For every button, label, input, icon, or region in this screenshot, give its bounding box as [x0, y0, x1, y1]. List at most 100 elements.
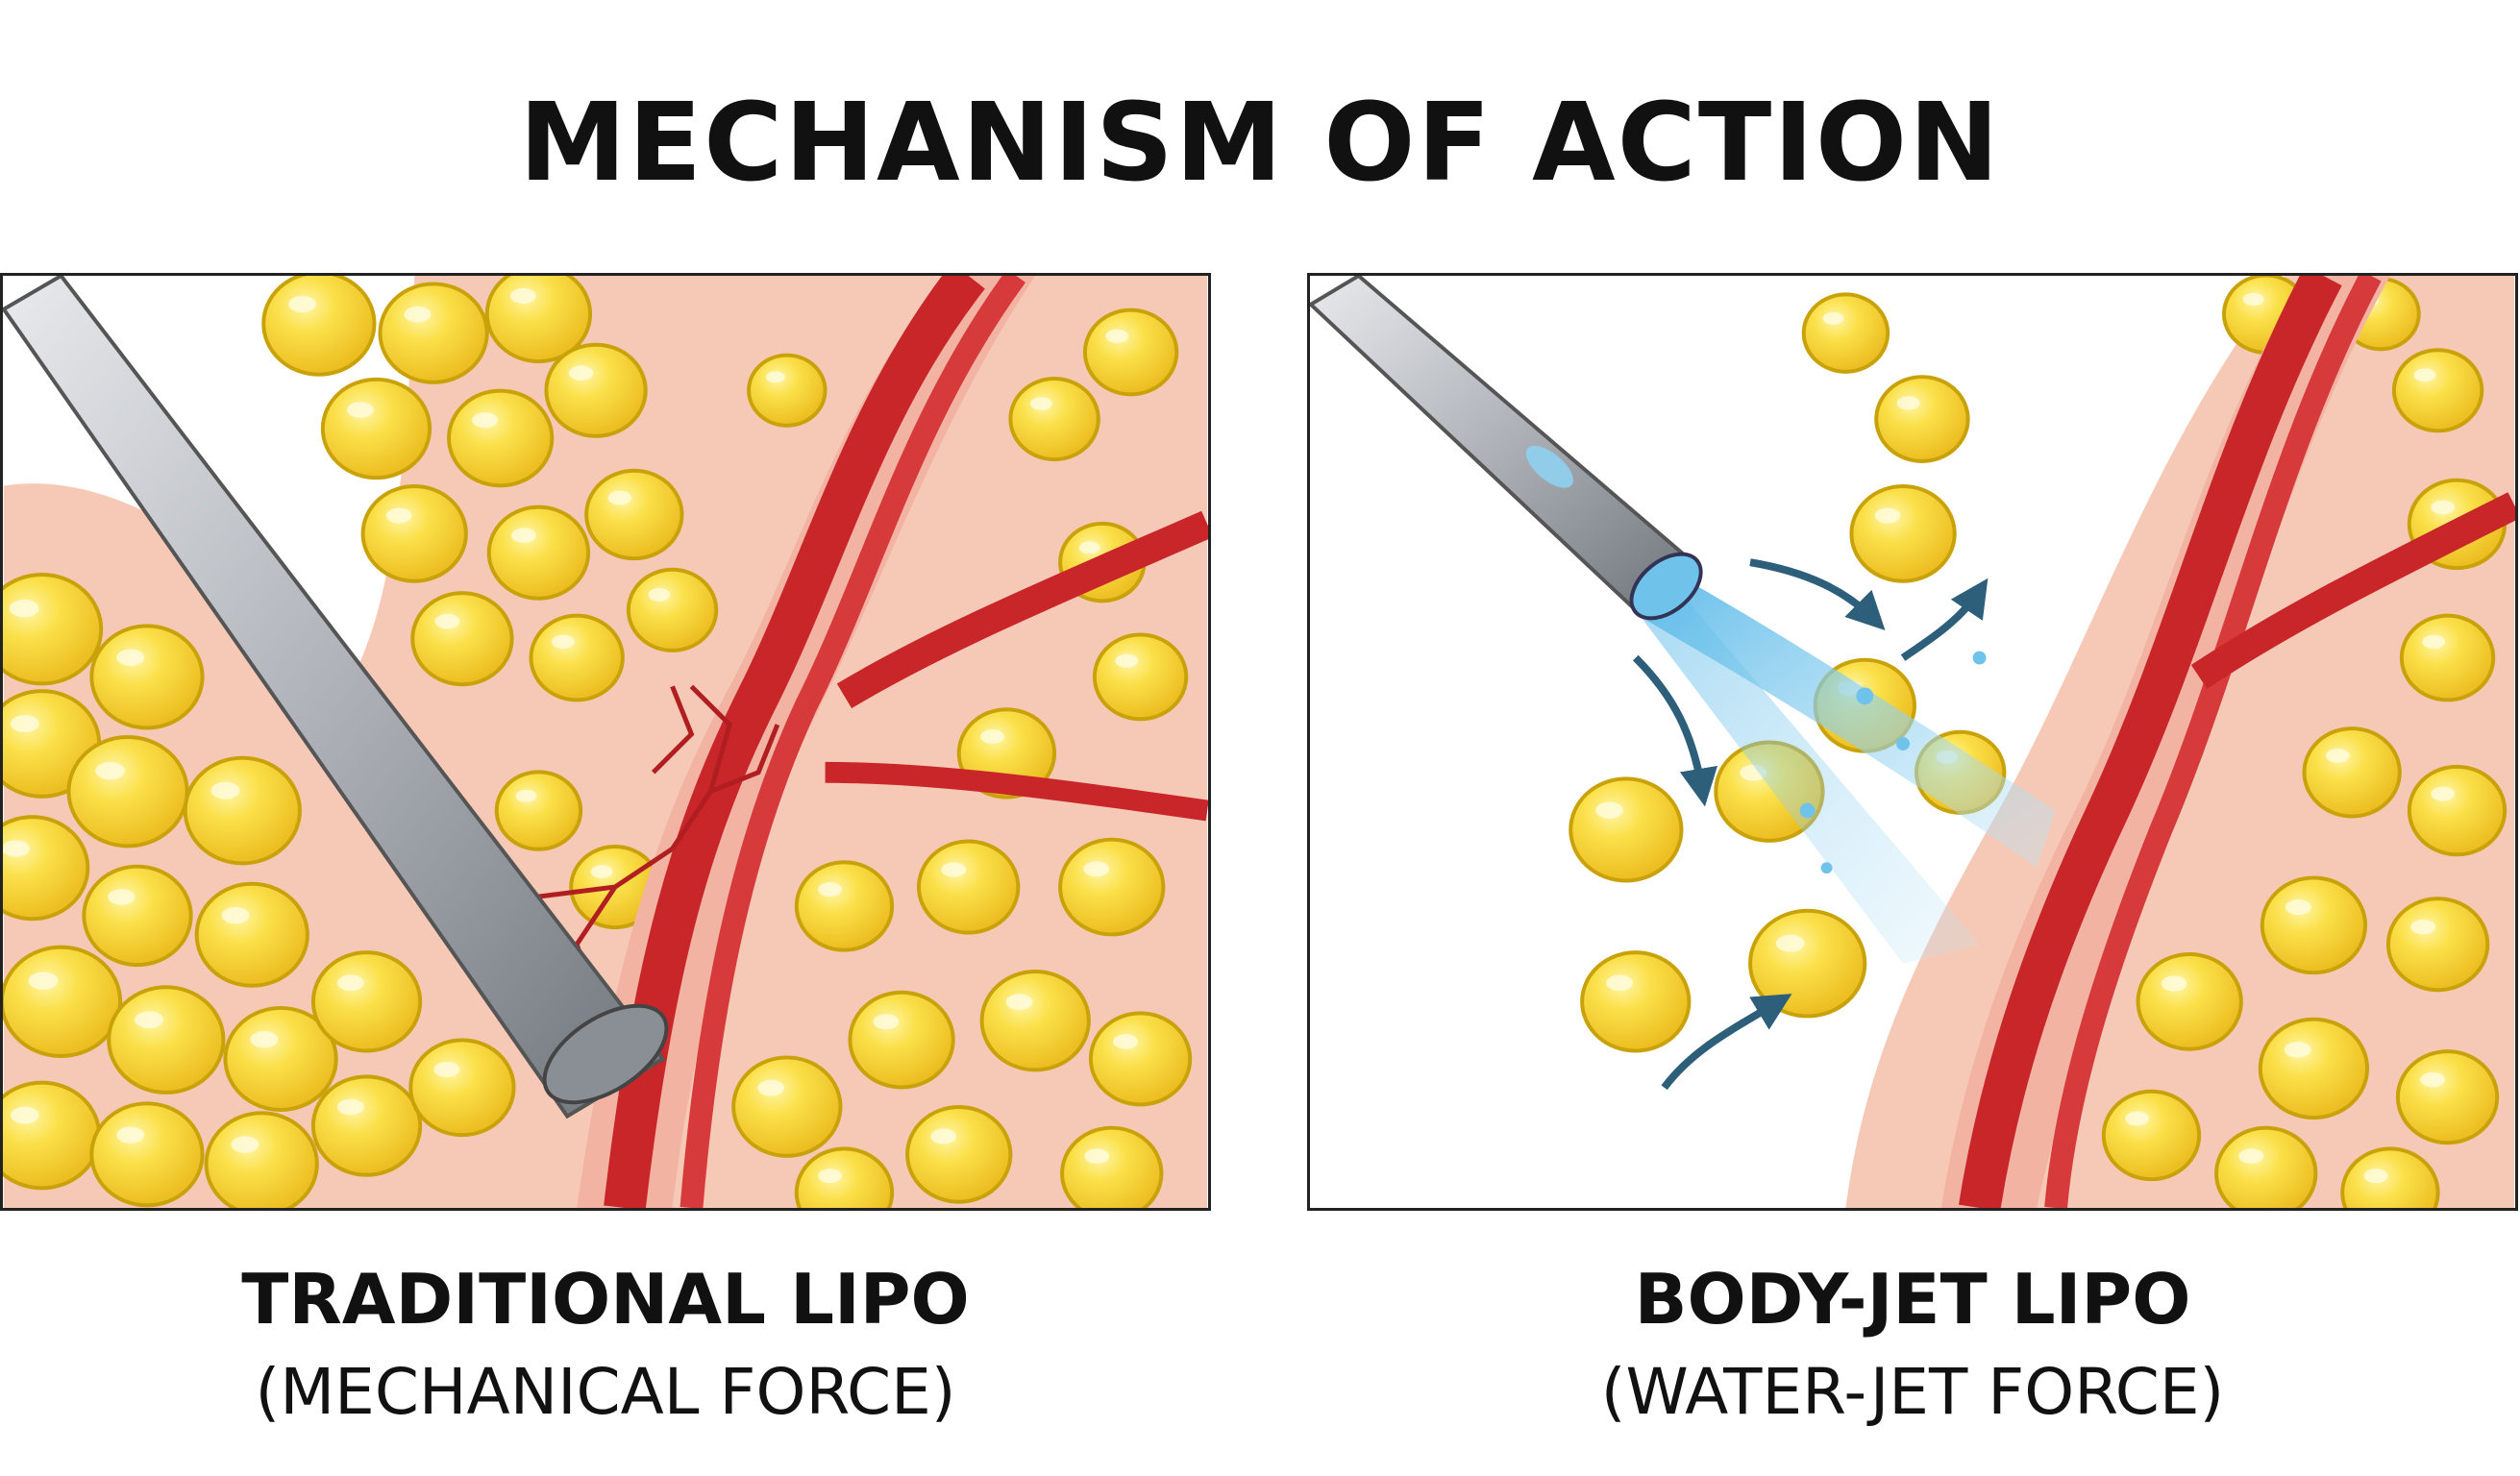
fat-cell-highlight — [1595, 801, 1623, 819]
fat-cell-highlight — [2420, 1071, 2445, 1088]
fat-cell-highlight — [2238, 1148, 2264, 1164]
fat-cell-highlight — [2431, 786, 2456, 801]
fat-cell-highlight — [10, 1106, 39, 1124]
fat-cell-icon — [2407, 764, 2508, 857]
fat-cell-highlight — [873, 1014, 900, 1030]
fat-cell-highlight — [336, 974, 364, 992]
fat-cell-icon — [1088, 1011, 1193, 1107]
fat-cell-icon — [494, 770, 583, 851]
fat-cell-icon — [89, 1101, 205, 1208]
fat-cell-highlight — [648, 587, 671, 602]
fat-cell-icon — [3, 945, 123, 1058]
fat-cell-highlight — [116, 1126, 145, 1144]
fat-cell-highlight — [1078, 541, 1100, 554]
fat-cell-icon — [2258, 1017, 2370, 1120]
fat-cell-highlight — [336, 1098, 364, 1116]
panel-body-jet-lipo — [1307, 273, 2518, 1211]
fat-cell-icon — [626, 567, 719, 652]
fat-cell-icon — [2101, 1089, 2202, 1182]
page-title: MECHANISM OF ACTION — [519, 81, 2001, 206]
fat-cell-icon — [410, 591, 514, 687]
caption-water-jet-force: (WATER-JET FORCE) — [1600, 1355, 2225, 1429]
fat-cell-highlight — [210, 781, 240, 800]
fat-cell-icon — [905, 1104, 1013, 1204]
fat-cell-icon — [360, 483, 468, 583]
fat-cell-highlight — [2161, 975, 2187, 992]
fat-cell-icon — [310, 1074, 423, 1177]
fat-cell-icon — [1748, 908, 1867, 1019]
fat-cell-icon — [916, 839, 1021, 935]
fat-cell-highlight — [551, 634, 575, 649]
fat-cell-highlight — [472, 412, 498, 429]
fat-cell-highlight — [2284, 1042, 2311, 1058]
fat-cell-highlight — [2285, 898, 2311, 916]
fat-cell-highlight — [818, 1168, 842, 1184]
fat-cell-highlight — [509, 287, 536, 305]
fat-cell-highlight — [980, 729, 1004, 744]
fat-cell-highlight — [2410, 919, 2436, 935]
fat-cell-highlight — [1822, 311, 1844, 325]
fat-cell-highlight — [515, 789, 537, 802]
fat-cell-highlight — [765, 371, 785, 383]
fat-cell-highlight — [757, 1079, 785, 1096]
fat-cell-icon — [2385, 897, 2490, 993]
fat-cell-highlight — [1113, 1034, 1138, 1049]
fat-cell-icon — [310, 950, 423, 1053]
fat-cell-highlight — [590, 865, 613, 878]
fat-cell-highlight — [2431, 500, 2456, 515]
fat-cell-icon — [2260, 875, 2368, 975]
fat-cell-icon — [66, 735, 189, 849]
fat-cell-highlight — [221, 906, 250, 924]
fat-cell-icon — [1569, 776, 1684, 883]
fat-cell-icon — [2399, 613, 2496, 702]
fat-cell-highlight — [1775, 934, 1805, 952]
caption-mechanical-force: (MECHANICAL FORCE) — [255, 1355, 956, 1429]
fat-cell-icon — [979, 970, 1091, 1072]
fat-cell-highlight — [1874, 507, 1901, 524]
fat-cell-icon — [3, 573, 104, 686]
fat-cell-highlight — [1115, 653, 1139, 668]
fat-cell-highlight — [3, 840, 30, 857]
fat-cell-icon — [204, 1111, 319, 1208]
fat-cell-highlight — [1029, 397, 1052, 410]
fat-cell-icon — [2340, 1146, 2440, 1208]
fat-cell-icon — [261, 276, 377, 377]
fat-cell-highlight — [385, 507, 412, 524]
fat-cell-icon — [183, 755, 302, 866]
fat-cell-highlight — [818, 882, 842, 898]
fat-cell-highlight — [288, 295, 316, 313]
fat-cell-highlight — [95, 761, 125, 780]
fat-cell-icon — [584, 468, 684, 561]
fat-cell-highlight — [231, 1136, 259, 1153]
panel-traditional-lipo — [0, 273, 1211, 1211]
fat-cell-highlight — [2325, 748, 2350, 763]
fat-cell-icon — [747, 353, 828, 428]
fat-cluster — [3, 276, 1193, 1208]
fat-cell-icon — [378, 282, 489, 384]
fat-cell-icon — [794, 860, 895, 952]
fat-cell-icon — [486, 504, 591, 601]
caption-body-jet-lipo: BODY-JET LIPO — [1634, 1259, 2191, 1340]
flow-arrow-icon — [1632, 558, 1989, 1091]
fat-cell-icon — [794, 1146, 895, 1208]
fat-cell-highlight — [2422, 634, 2446, 649]
fat-cell-highlight — [568, 365, 594, 381]
fat-cell-icon — [1008, 377, 1100, 462]
fat-cell-highlight — [1005, 994, 1033, 1011]
fat-cell-icon — [3, 1080, 102, 1191]
fat-cell-icon — [408, 1038, 516, 1138]
fat-cell-icon — [1060, 1125, 1164, 1208]
cannula-icon — [3, 276, 669, 1119]
fat-cell-highlight — [404, 306, 432, 323]
fat-cell-highlight — [2363, 1168, 2388, 1184]
fat-cell-icon — [1801, 292, 1890, 374]
fat-cell-highlight — [9, 599, 39, 618]
fat-cell-highlight — [2413, 368, 2436, 382]
fat-cell-icon — [1849, 483, 1957, 583]
fat-cell-icon — [1580, 950, 1692, 1053]
cannula-icon — [1310, 276, 1703, 621]
fat-cell-icon — [529, 613, 625, 702]
fat-cell-highlight — [1083, 861, 1110, 877]
fat-cell-icon — [89, 624, 205, 730]
fat-cell-icon — [2395, 1049, 2500, 1145]
